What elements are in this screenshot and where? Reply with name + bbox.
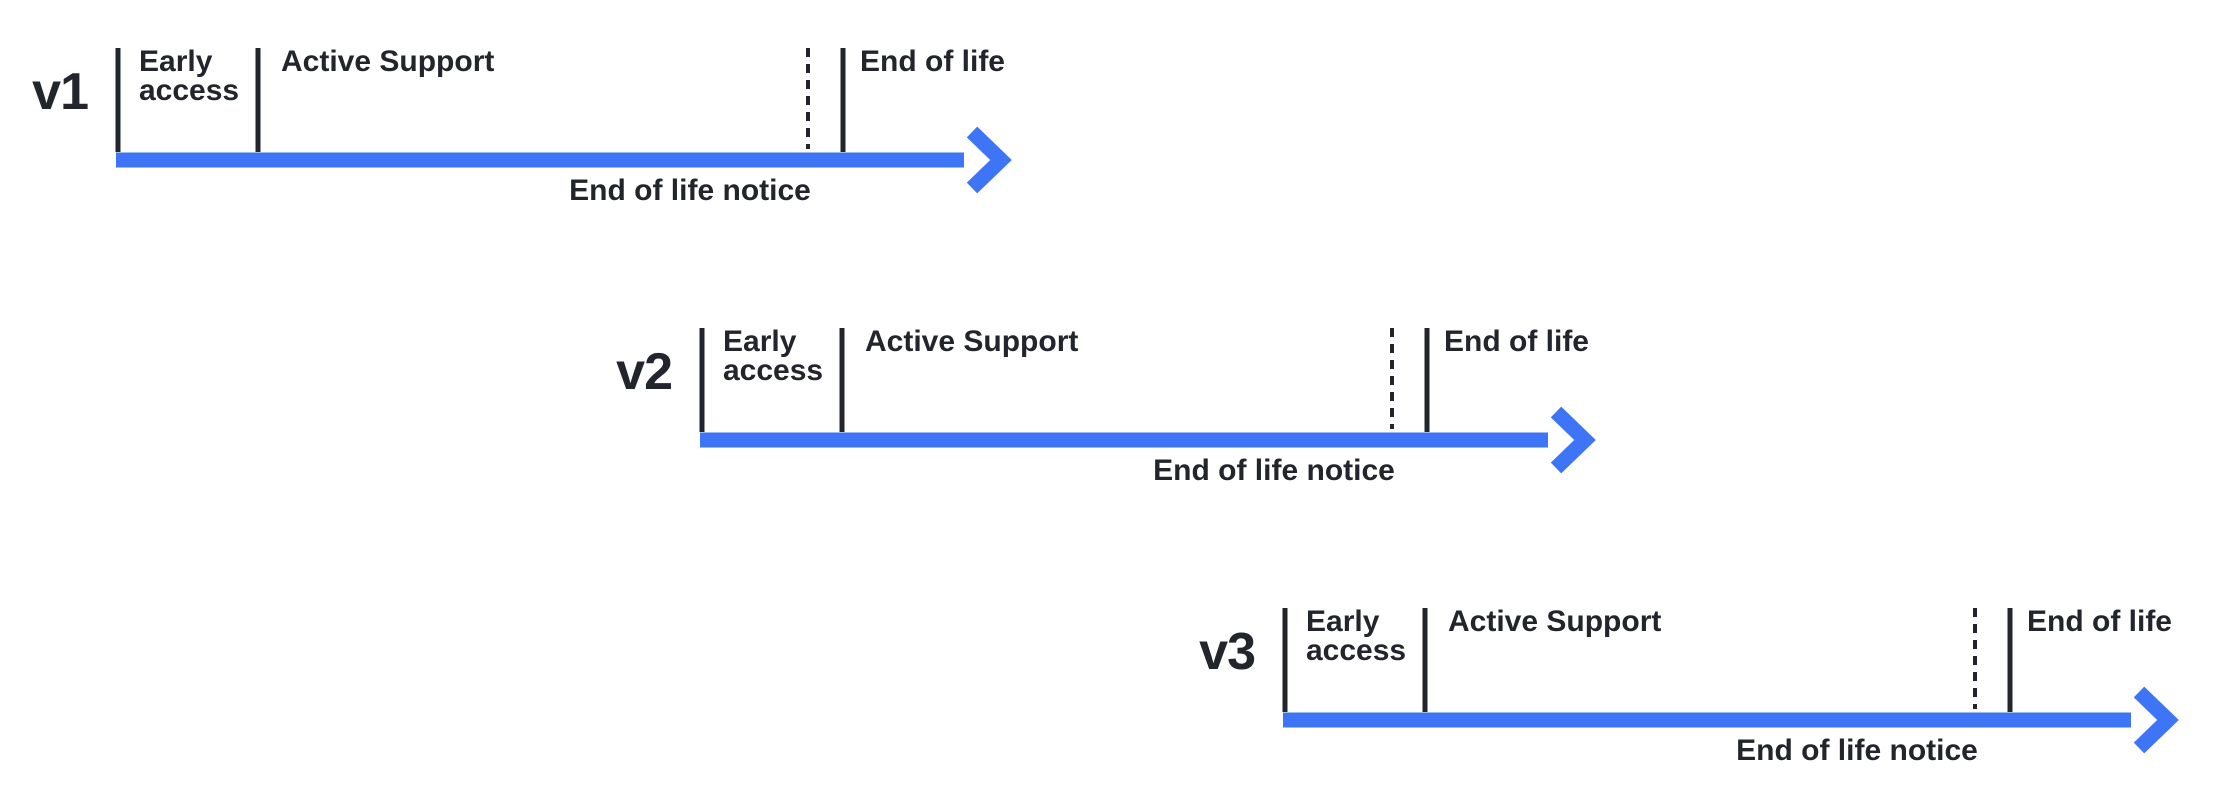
end-of-life-tick — [840, 48, 846, 152]
phase-label-active-support: Active Support — [281, 45, 495, 78]
version-label: v1 — [32, 63, 89, 121]
eol-notice-dashed-tick — [1973, 608, 1977, 709]
arrowhead — [966, 126, 1012, 194]
phase-label-early-access: Early access — [723, 325, 824, 387]
eol-notice-label: End of life notice — [569, 174, 811, 207]
phase-label-active-support: Active Support — [1448, 605, 1662, 638]
timeline-v2: v2 Early access Active Support End of li… — [616, 325, 1614, 498]
phase-label-active-support: Active Support — [865, 325, 1079, 358]
timeline-v3: v3 Early access Active Support End of li… — [1199, 605, 2197, 778]
eol-notice-label: End of life notice — [1736, 734, 1978, 767]
early-access-start-tick — [699, 328, 705, 432]
early-access-start-tick — [1282, 608, 1288, 712]
arrow-right-icon — [116, 126, 1012, 194]
version-label: v3 — [1199, 623, 1256, 681]
phase-label-end-of-life: End of life — [2027, 605, 2172, 638]
eol-notice-dashed-tick — [1390, 328, 1394, 429]
eol-notice-dashed-tick — [806, 48, 810, 149]
arrowhead — [2133, 686, 2179, 754]
arrow-right-icon — [1283, 686, 2179, 754]
eol-notice-label: End of life notice — [1153, 454, 1395, 487]
active-support-start-tick — [839, 328, 845, 432]
end-of-life-tick — [1424, 328, 1430, 432]
arrowhead — [1550, 406, 1596, 474]
active-support-start-tick — [1422, 608, 1428, 712]
end-of-life-tick — [2007, 608, 2013, 712]
timeline-v1: v1 Early access Active Support End of li… — [32, 45, 1030, 218]
phase-label-early-access: Early access — [1306, 605, 1407, 667]
active-support-start-tick — [255, 48, 261, 152]
phase-label-end-of-life: End of life — [860, 45, 1005, 78]
phase-label-early-access: Early access — [139, 45, 240, 107]
arrow-right-icon — [700, 406, 1596, 474]
early-access-start-tick — [115, 48, 121, 152]
phase-label-end-of-life: End of life — [1444, 325, 1589, 358]
version-label: v2 — [616, 343, 673, 401]
